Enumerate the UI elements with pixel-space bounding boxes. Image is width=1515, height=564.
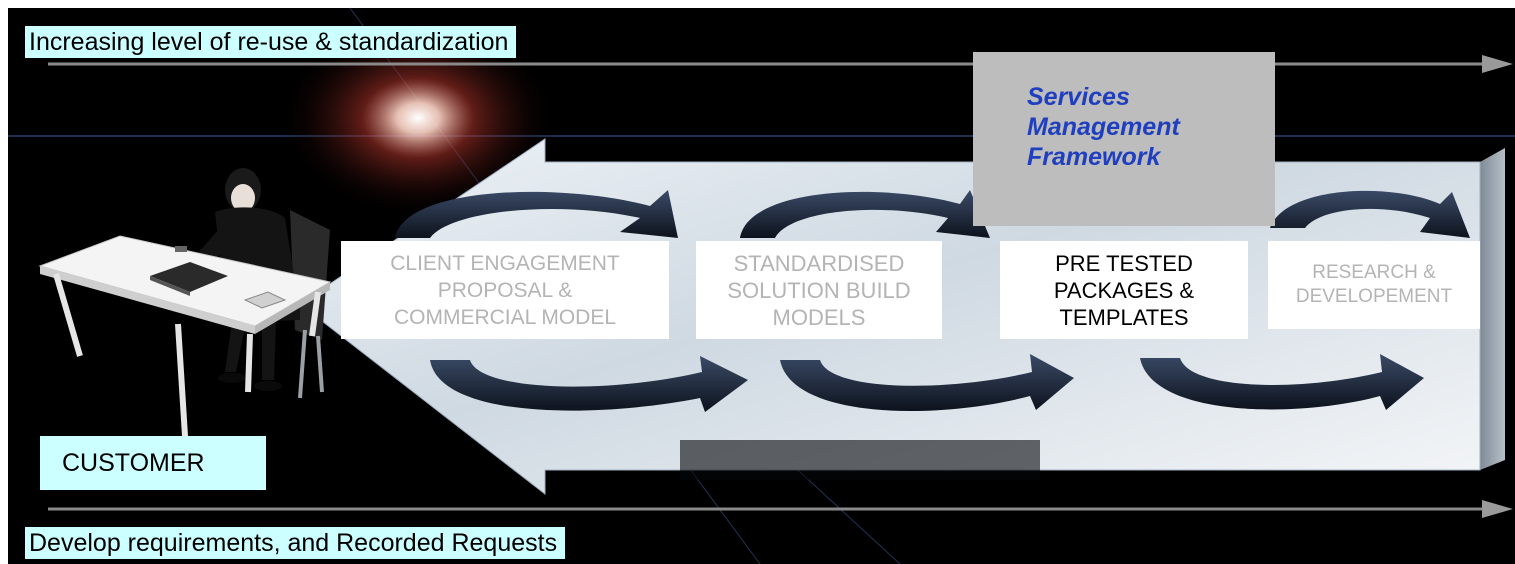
step-label-line: PRE TESTED xyxy=(1055,250,1193,276)
big-arrow-side xyxy=(1480,148,1505,470)
face xyxy=(231,184,255,212)
cycle-arrow-icon xyxy=(430,356,748,412)
shadow-strip xyxy=(680,440,1040,480)
framework-line: Management xyxy=(1027,113,1180,141)
step-label-line: TEMPLATES xyxy=(1059,304,1189,330)
step-research-development: RESEARCH & DEVELOPEMENT xyxy=(1268,241,1480,329)
desk-leg xyxy=(53,273,83,357)
framework-title: Services Management Framework xyxy=(1027,82,1267,172)
step-label-line: PACKAGES & xyxy=(1053,277,1195,303)
desk-leg xyxy=(245,333,253,393)
framework-box xyxy=(973,52,1275,226)
step-pre-tested-packages: PRE TESTED PACKAGES & TEMPLATES xyxy=(1000,241,1248,339)
step-label-line: COMMERCIAL MODEL xyxy=(393,305,617,329)
laptop xyxy=(150,262,228,292)
framework-line: Services xyxy=(1027,83,1130,111)
top-banner: Increasing level of re-use & standardiza… xyxy=(25,26,517,58)
step-label-line: STANDARDISED xyxy=(733,250,905,276)
framework-line: Framework xyxy=(1027,143,1161,171)
book xyxy=(243,291,287,309)
step-client-engagement: CLIENT ENGAGEMENT PROPOSAL & COMMERCIAL … xyxy=(341,241,669,339)
laptop-edge xyxy=(150,276,190,296)
cycle-arrows-top xyxy=(395,190,1470,238)
step-label-line: SOLUTION BUILD xyxy=(727,277,911,303)
shoe xyxy=(254,381,282,391)
customer-at-desk-illustration xyxy=(38,168,332,453)
desk-edge xyxy=(255,282,330,334)
top-arrow-head xyxy=(1482,55,1513,73)
cycle-arrow-icon xyxy=(1140,354,1424,410)
cycle-arrows-bottom xyxy=(430,354,1424,412)
desk-leg xyxy=(175,323,189,453)
step-label-line: MODELS xyxy=(772,304,866,330)
step-label-line: CLIENT ENGAGEMENT xyxy=(390,251,620,275)
phone xyxy=(175,246,187,252)
desk-edge xyxy=(40,266,255,334)
desk-leg xyxy=(309,291,321,337)
cycle-arrow-icon xyxy=(780,354,1074,411)
step-label-line: RESEARCH & xyxy=(1312,262,1436,283)
step-label-line: PROPOSAL & xyxy=(437,278,573,302)
customer-label: CUSTOMER xyxy=(40,436,266,490)
bottom-banner: Develop requirements, and Recorded Reque… xyxy=(25,527,566,559)
shoe xyxy=(218,373,246,383)
leg xyxy=(262,322,276,380)
step-label-line: DEVELOPEMENT xyxy=(1295,286,1453,307)
cycle-arrow-icon xyxy=(395,190,678,238)
cycle-arrow-icon xyxy=(740,190,990,238)
glow-light xyxy=(278,18,558,218)
step-standardised-solution: STANDARDISED SOLUTION BUILD MODELS xyxy=(696,241,942,339)
cycle-arrow-icon xyxy=(1270,190,1470,238)
chair-leg xyxy=(298,329,307,399)
leg xyxy=(225,322,246,372)
chair-leg xyxy=(316,335,324,393)
bottom-arrow-head xyxy=(1482,500,1513,518)
